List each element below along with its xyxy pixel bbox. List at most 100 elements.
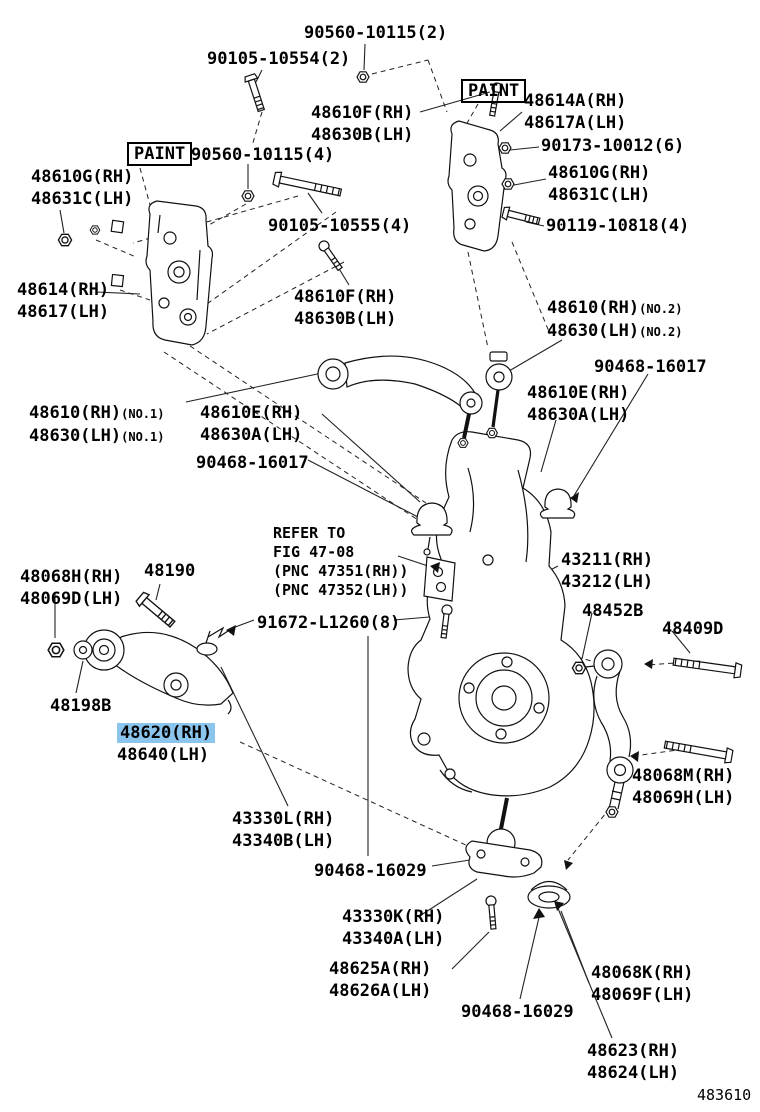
label-90468-16017-left: 90468-16017 [196,452,309,474]
part-number-text: 48069D(LH) [20,589,123,609]
label-43211-43212: 43211(RH)43212(LH) [561,549,653,593]
part-number-text: 48069H(LH) [632,788,735,808]
part-label-line: (PNC 47352(LH)) [273,581,408,600]
part-label-line: 48640(LH) [117,744,215,766]
part-number-text: 90468-16017 [594,357,707,377]
part-label-line: 48631C(LH) [548,184,650,206]
leader-arrowheads [226,492,653,919]
part-number-text: 43330K(RH) [342,907,445,927]
part-label-line: 48610(RH)(NO.2) [547,297,682,320]
part-label-line: 48614(RH) [17,279,109,301]
label-43330l-43340b: 43330L(RH)43340B(LH) [232,808,334,852]
part-label-line: 43330K(RH) [342,906,444,928]
part-number-text: 48190 [144,561,196,581]
part-number-text: 48610(RH) [29,403,122,423]
label-90468-16029-top: 90468-16029 [314,860,427,882]
part-number-text[interactable]: 48620(RH) [117,723,216,743]
part-label-line: (PNC 47351(RH)) [273,562,408,581]
part-number-text: PAINT [468,81,520,101]
label-48623-48624: 48623(RH)48624(LH) [587,1040,679,1084]
figure-number: 483610 [697,1086,752,1104]
part-label-line: 48610E(RH) [527,382,629,404]
label-48620-48640[interactable]: 48620(RH)48640(LH) [117,722,216,766]
part-number-text: 48409D [662,619,724,639]
part-number-text: 90105-10555(4) [268,216,412,236]
upper-control-arm [317,355,483,448]
label-90468-16017-right: 90468-16017 [594,356,707,378]
part-label-line: 90468-16029 [461,1001,574,1023]
part-number-text: 48610G(RH) [548,163,651,183]
part-label-line: 91672-L1260(8) [257,612,400,634]
part-label-line: PAINT [134,144,185,164]
part-number-text: 48068H(RH) [20,567,123,587]
part-label-line: 48068K(RH) [591,962,693,984]
part-label-line: 43211(RH) [561,549,653,571]
part-number-text: 91672-L1260(8) [257,613,401,633]
part-number-suffix: (NO.1) [121,407,165,421]
part-number-text: FIG 47-08 [273,543,355,561]
label-48610f-48630b-top: 48610F(RH)48630B(LH) [311,102,413,146]
part-number-text: 48630A(LH) [527,405,630,425]
part-label-line: 48630(LH)(NO.1) [29,425,164,448]
part-label-line: 43330L(RH) [232,808,334,830]
part-label-line: PAINT [468,81,519,101]
part-label-line: 48624(LH) [587,1062,679,1084]
part-label-line: 43340A(LH) [342,928,444,950]
part-label-line: 48452B [582,600,643,622]
part-number-text: 90105-10554(2) [207,49,351,69]
part-number-text: 48623(RH) [587,1041,680,1061]
label-90105-10554-2: 90105-10554(2) [207,48,350,70]
part-number-text: 43330L(RH) [232,809,335,829]
part-number-suffix: (NO.1) [121,430,165,444]
part-label-line: 90105-10554(2) [207,48,350,70]
part-label-line: 48631C(LH) [31,188,133,210]
label-90173-10012-6: 90173-10012(6) [541,135,684,157]
part-label-line: 48630B(LH) [294,308,396,330]
part-number-text: 90468-16017 [196,453,309,473]
part-number-suffix: (NO.2) [639,302,683,316]
part-number-text: 48630(LH) [547,321,640,341]
part-number-text: 48624(LH) [587,1063,680,1083]
fasteners [47,71,743,930]
part-number-text: 90173-10012(6) [541,136,685,156]
label-48614-48617: 48614(RH)48617(LH) [17,279,109,323]
part-number-text: 48068K(RH) [591,963,694,983]
part-label-line: 90560-10115(2) [304,22,447,44]
part-number-text: 48610(RH) [547,298,640,318]
part-label-line: 90119-10818(4) [546,215,689,237]
part-label-line: 48625A(RH) [329,958,431,980]
upper-arm-bracket-right [447,120,507,252]
label-paint-right: PAINT [461,79,527,103]
upper-arm-bracket-left [145,200,214,346]
label-48610-48630-no1: 48610(RH)(NO.1)48630(LH)(NO.1) [29,402,164,448]
part-number-text: 48614(RH) [17,280,110,300]
part-label-line: 48610G(RH) [31,166,133,188]
label-90468-16029-bottom: 90468-16029 [461,1001,574,1023]
part-label-line: 48198B [50,695,111,717]
part-number-text: 90468-16029 [461,1002,574,1022]
label-48610e-48630a-right: 48610E(RH)48630A(LH) [527,382,629,426]
part-number-text: 43340A(LH) [342,929,445,949]
part-label-line: 48630A(LH) [200,424,302,446]
refer-bracket-plate [423,556,456,602]
part-number-text: 48614A(RH) [524,91,627,111]
lower-ball-joint [465,797,543,878]
part-number-text: 48069F(LH) [591,985,694,1005]
part-label-line: REFER TO [273,524,408,543]
label-paint-left: PAINT [127,142,193,166]
part-number-text: 48617A(LH) [524,113,627,133]
part-label-line: 48068M(RH) [632,765,734,787]
part-label-line: 90468-16029 [314,860,427,882]
part-number-text: 48631C(LH) [548,185,651,205]
part-number-text: 48617(LH) [17,302,110,322]
part-label-line: 48190 [144,560,195,582]
part-number-text: 90119-10818(4) [546,216,690,236]
label-48452b: 48452B [582,600,643,622]
part-number-text: 48626A(LH) [329,981,432,1001]
part-number-text: 48630B(LH) [294,309,397,329]
part-number-suffix: (NO.2) [639,325,683,339]
part-number-text: (PNC 47352(LH)) [273,581,409,599]
part-label-line: 48610G(RH) [548,162,650,184]
